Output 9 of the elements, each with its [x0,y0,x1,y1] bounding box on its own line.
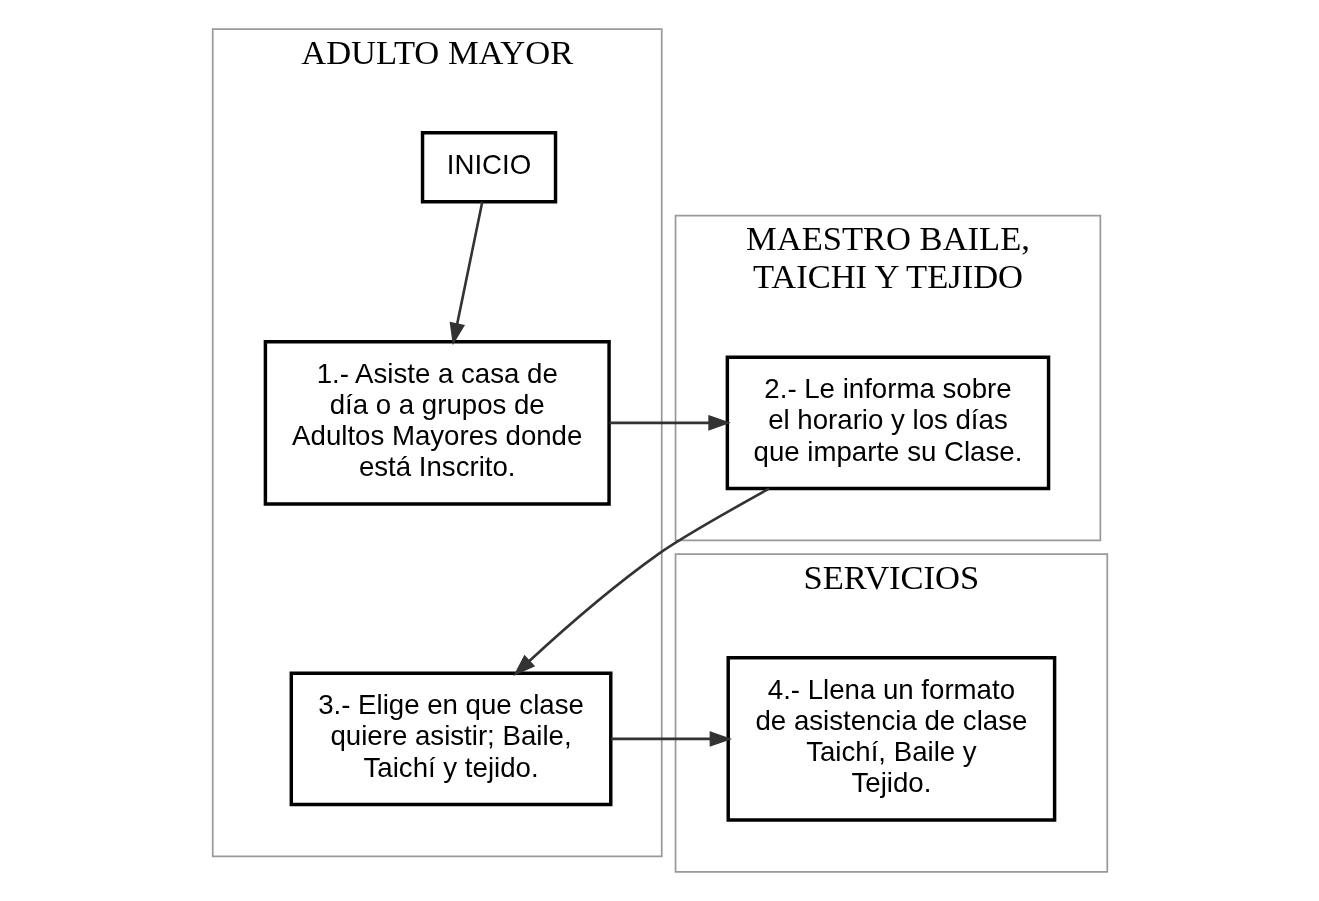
node-box: 2.- Le informa sobre el horario y los días que imparte su Clase. [725,355,1050,491]
arrow [449,201,484,346]
node-box: 3.- Elige en que clase quiere asistir; Baile, Taichí y tejido. [289,671,612,807]
node-box: 4.- Llena un formato de asistencia de clase Taichí, Baile y Tejido. [726,656,1056,822]
node-box: 1.- Asiste a casa de día o a grupos de Adultos Mayores donde está Inscrito. [263,339,611,506]
arrow [610,731,732,747]
node-box: INICIO [420,131,557,204]
arrow [512,487,770,676]
arrow [608,415,731,431]
